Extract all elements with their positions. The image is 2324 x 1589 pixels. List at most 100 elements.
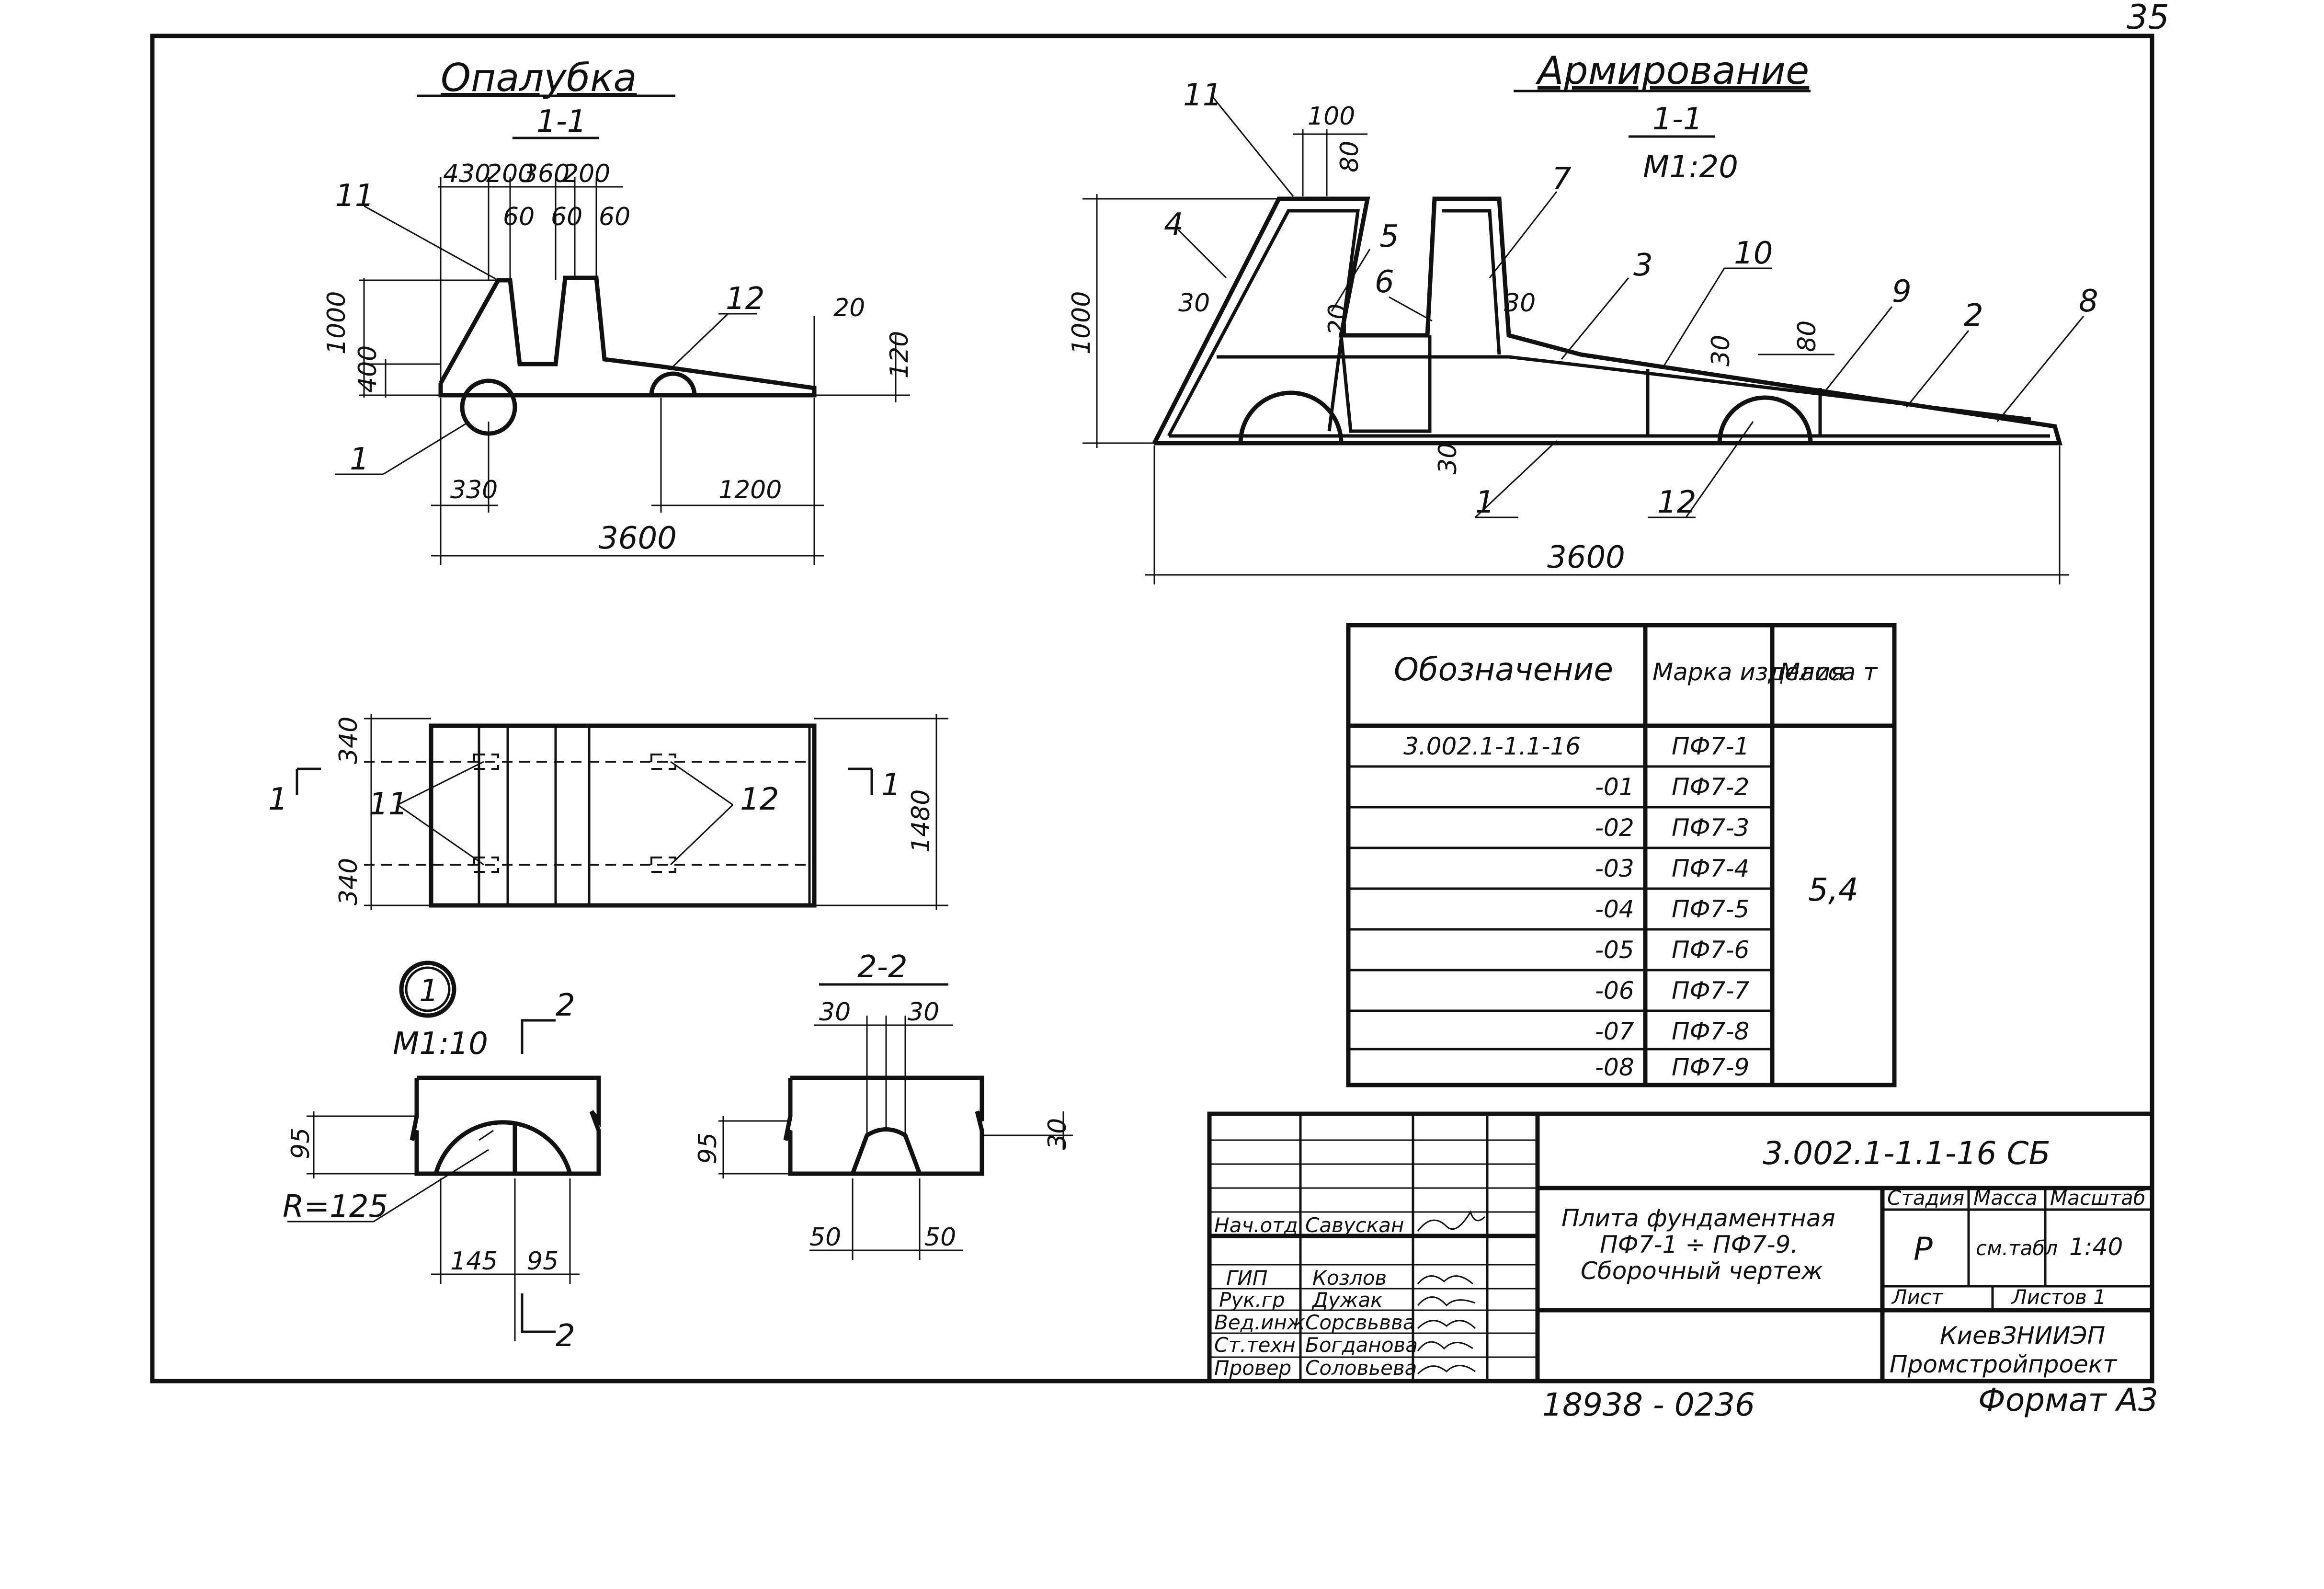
reinforcement-dim-20: 20 [1323,304,1352,335]
staff-role-2: ГИП [1226,1266,1267,1290]
spec-row-9-code: -08 [1595,1053,1634,1081]
spec-row-1-code: 3.002.1-1.1-16 [1403,732,1581,760]
reinforcement-scale: М1:20 [1643,149,1738,185]
title-org-1: КиевЗНИИЭП [1940,1322,2105,1349]
staff-name-3: Дужак [1311,1288,1383,1312]
footer-page: 36 [1715,1386,1755,1423]
signature-2 [1417,1275,1473,1285]
detail-radius: R=125 [283,1189,388,1224]
title-name-2: ПФ7-1 ÷ ПФ7-9. [1600,1231,1798,1258]
dim-20: 20 [833,294,865,322]
reinforcement-outline [1152,196,2062,446]
detail-1: 1 М1:10 2 95 145 95 R=125 2 [283,960,601,1354]
title-sheets-label: Листов 1 [2011,1285,2106,1309]
groove-mark [649,371,697,396]
spec-header-mark: Марка изделия [1652,658,1845,686]
spec-header-mass: Масса т [1779,658,1878,686]
dim-430: 430 [443,160,490,188]
title-stage-header: Стадия [1887,1186,1964,1210]
footer-number: 18938 - 02 [1542,1386,1715,1423]
spec-mass-value: 5,4 [1808,871,1858,908]
reinforcement-section-label: 1-1 [1652,102,1703,137]
detail-1-arc [433,1120,572,1175]
detail-dim-145: 145 [450,1247,498,1276]
reinforcement-dim-1000: 1000 [1067,291,1096,354]
spec-row-5-mark: ПФ7-5 [1672,895,1749,923]
reinforcement-groove-b [1717,395,1813,444]
plan-view: 340 340 1480 11 12 1 1 [268,714,948,910]
reinforcement-dim-100: 100 [1308,102,1355,131]
rebar-stirrup [1339,335,1432,433]
spec-row-6-code: -05 [1595,936,1634,964]
rebar-right-wall [1442,209,1501,355]
reinforcement-callout-1: 1 [1475,485,1495,520]
signature-1 [1417,1210,1486,1232]
spec-row-3-code: -02 [1595,814,1634,842]
reinforcement-dim-30d: 30 [1434,443,1462,474]
title-mass-header: Масса [1973,1186,2038,1210]
title-scale-header: Масштаб [2050,1186,2146,1210]
formwork-section-label: 1-1 [536,104,587,139]
dim-60c: 60 [599,203,630,231]
reinforcement-callout-3: 3 [1633,248,1653,283]
spec-row-2-mark: ПФ7-2 [1672,773,1749,801]
spec-row-6-mark: ПФ7-6 [1672,936,1749,964]
signature-3 [1417,1296,1476,1307]
reinforcement-callout-2: 2 [1964,298,1983,333]
reinforcement-callout-11: 11 [1183,78,1222,113]
detail-1-label: 1 [419,973,439,1009]
detail-cut-2-top: 2 [556,988,575,1023]
rebar-frame [1167,209,1360,437]
section-2-2-title: 2-2 [857,949,908,985]
spec-row-7-mark: ПФ7-7 [1672,977,1749,1005]
spec-table: Обозначение Марка изделия Масса т 3.002.… [1346,623,1897,1087]
dim-330: 330 [450,476,498,504]
reinforcement-callout-4: 4 [1164,207,1184,242]
reinforcement-callout-12: 12 [1657,485,1696,520]
dim-3600: 3600 [599,521,677,556]
spec-row-4-code: -03 [1595,855,1634,882]
plan-dim-1480: 1480 [907,789,935,853]
section-2-2-groove [850,1127,922,1175]
detail-cut-2-bottom: 2 [556,1318,575,1354]
reinforcement-callout-5: 5 [1379,219,1399,254]
spec-row-5-code: -04 [1595,895,1634,923]
dim-200a: 200 [486,160,534,188]
title-name-3: Сборочный чертеж [1581,1257,1823,1285]
title-block: 3.002.1-1.1-16 СБ Плита фундаментная ПФ7… [1207,1111,2154,1383]
title-stage: Р [1914,1231,1933,1268]
dim-360: 360 [522,160,570,188]
staff-role-4: Вед.инж [1214,1311,1305,1334]
staff-name-4: Сорсвьвва [1305,1311,1415,1334]
reinforcement-callout-8: 8 [2079,284,2098,319]
section-dim-50b: 50 [924,1223,956,1252]
section-dim-50a: 50 [809,1223,841,1252]
spec-row-1-mark: ПФ7-1 [1672,732,1749,760]
title-sheet-label: Лист [1891,1285,1944,1309]
sheet-border [150,34,2154,1383]
staff-role-1: Нач.отд [1214,1213,1298,1237]
spec-row-4-mark: ПФ7-4 [1672,855,1749,882]
callout-11: 11 [335,178,374,214]
dim-120: 120 [885,331,914,378]
plan-callout-12: 12 [740,782,779,817]
callout-12: 12 [726,281,764,317]
reinforcement-groove-a [1238,390,1344,444]
dim-60a: 60 [503,203,535,231]
staff-role-5: Ст.техн [1214,1333,1296,1357]
rebar-top-mesh [1217,355,2031,421]
reinforcement-section: Армирование 1-1 М1:20 1000 3600 100 80 3… [1067,48,2098,584]
reinforcement-callout-10: 10 [1734,236,1773,271]
section-2-2: 2-2 30 30 95 30 50 50 [694,949,1073,1260]
detail-dim-95b: 95 [527,1247,558,1276]
reinforcement-callout-6: 6 [1375,264,1394,300]
reinforcement-dim-80b: 80 [1793,320,1822,352]
section-dim-95: 95 [694,1132,722,1164]
title-code: 3.002.1-1.1-16 СБ [1763,1135,2051,1172]
title-name-1: Плита фундаментная [1561,1204,1835,1232]
plan-dim-340a: 340 [334,717,363,764]
formwork-section: Опалубка 1-1 430 200 360 200 60 60 60 10… [322,56,914,565]
staff-name-6: Соловьева [1305,1356,1417,1380]
reinforcement-callout-7: 7 [1552,161,1572,197]
